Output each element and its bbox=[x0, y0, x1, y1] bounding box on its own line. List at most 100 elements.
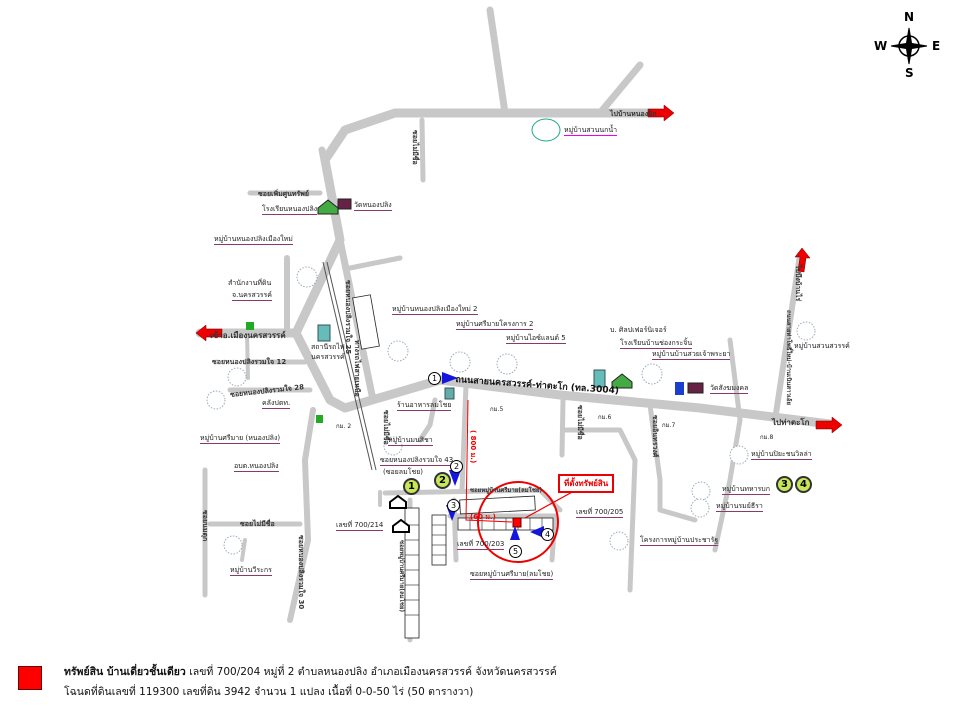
compass-icon bbox=[890, 27, 928, 65]
place-school2: โรงเรียนบ้านช่องกระจิ้น bbox=[620, 339, 693, 349]
village-icons bbox=[206, 118, 816, 555]
arrow-west-icon bbox=[195, 324, 223, 342]
asset-marker bbox=[512, 517, 522, 528]
road-soi-43: ซอยหนองปลิงรวมใจ 43 bbox=[380, 456, 454, 466]
village-icon bbox=[691, 481, 711, 501]
road-soi-no-name-3: ซอยไม่มีชื่อ bbox=[576, 405, 584, 440]
legend-line1: เลขที่ 700/204 หมู่ที่ 2 ตำบลหนองปลิง อำ… bbox=[189, 666, 557, 678]
green-marker-1: 1 bbox=[403, 478, 420, 495]
house-icon bbox=[389, 494, 407, 509]
arrow-north-icon bbox=[794, 247, 811, 273]
village-icon bbox=[641, 363, 663, 385]
place-village-wirakorn: หมู่บ้านวีระกร bbox=[230, 566, 272, 576]
place-village-romsira: หมู่บ้านรมย์ธีรา bbox=[716, 502, 763, 512]
village-icon bbox=[496, 353, 518, 375]
seven-eleven-icon bbox=[246, 322, 254, 330]
village-icon bbox=[383, 436, 403, 456]
view-arrow-4-icon bbox=[530, 526, 544, 538]
place-depot: คลังปตท. bbox=[262, 399, 291, 409]
compass-n: N bbox=[904, 10, 915, 24]
legend-asset-swatch bbox=[18, 666, 42, 690]
compass-w: W bbox=[874, 39, 888, 53]
place-land-office-2: จ.นครสวรรค์ bbox=[232, 291, 272, 301]
km-marker-7: กม.7 bbox=[662, 422, 676, 429]
place-temple2: วัดสังฆมงคล bbox=[710, 384, 749, 394]
compass: N S E W bbox=[872, 10, 942, 82]
direction-arrows bbox=[195, 104, 843, 434]
village-icon bbox=[609, 531, 629, 551]
place-village-new2: หมู่บ้านหนองปลิงเมืองใหม่ 2 bbox=[392, 305, 478, 315]
place-station-2: นครสวรรค์ bbox=[311, 353, 345, 361]
road-soi-30: ซอยหนองปลิงรวมใจ 30 bbox=[297, 535, 305, 610]
km-marker-8: กม.8 bbox=[760, 434, 774, 441]
village-icon bbox=[690, 498, 710, 518]
ptt-icon bbox=[675, 382, 684, 395]
road-east: ถนนสายท่าโพธิ์ใหม่-บ้านเนินสาวเอ้ย bbox=[785, 310, 792, 405]
main-road-line bbox=[195, 328, 835, 429]
place-temple: วัดหนองปลิง bbox=[354, 201, 392, 211]
place-land-office: สำนักงานที่ดิน bbox=[228, 279, 272, 287]
place-village-chao: หมู่บ้านบ้านสวยเจ้าพระยา bbox=[652, 350, 731, 360]
railway-label: ทางรถไฟสายเหนือ bbox=[353, 340, 361, 397]
km-marker-6: กม.6 bbox=[598, 414, 612, 421]
village-icon bbox=[531, 118, 561, 142]
road-soi-12: ซอยหนองปลิงรวมใจ 12 bbox=[212, 358, 287, 366]
arrow-northeast-icon bbox=[647, 104, 675, 122]
address-700-203: เลขที่ 700/203 bbox=[457, 540, 505, 550]
distance-line-800m bbox=[465, 399, 513, 523]
village-icon bbox=[387, 340, 409, 362]
green-marker-4: 4 bbox=[795, 476, 812, 493]
place-village-monsita: หมู่บ้านมนสิชา bbox=[388, 436, 433, 446]
railway-line bbox=[322, 261, 377, 471]
place-silp: บ. ศิลปเฟอร์นิเจอร์ bbox=[610, 326, 667, 334]
place-village-srimai2: หมู่บ้านศรีมายโครงการ 2 bbox=[456, 320, 534, 330]
factory-icon bbox=[593, 369, 606, 388]
road-soi-25: ซอยหนองปลิงรวมใจ 25 bbox=[344, 280, 352, 355]
view-point-5: 5 bbox=[509, 545, 522, 558]
road-soi-srimai: ซอยหมู่บ้านศรีมาย(ลมโชย) bbox=[470, 570, 554, 580]
direction-northeast: ไปบ้านหนองจิก bbox=[610, 110, 657, 118]
legend-title: ทรัพย์สิน บ้านเดี่ยวชั้นเดียว bbox=[64, 666, 186, 678]
house-icon bbox=[392, 518, 410, 533]
distance-60m: (60 ม.) bbox=[470, 513, 496, 521]
view-point-1: 1 bbox=[428, 372, 441, 385]
school2-icon bbox=[611, 373, 633, 389]
distance-800m: ( 800 ม.) bbox=[469, 430, 477, 464]
village-icon bbox=[729, 445, 749, 465]
road-soi-tuk: ซอยนมตุก bbox=[201, 510, 209, 542]
temple-icon bbox=[337, 198, 352, 210]
road-soi-43-alt: (ซอยลมโชย) bbox=[383, 468, 424, 476]
village-icon bbox=[206, 390, 226, 410]
compass-s: S bbox=[905, 66, 914, 80]
place-restaurant: ร้านอาหารลมโชย bbox=[397, 401, 452, 411]
place-village-suan: หมู่บ้านสวนนกน้ำ bbox=[564, 126, 618, 136]
place-school: โรงเรียนหนองปลิง bbox=[262, 205, 318, 215]
green-marker-3: 3 bbox=[776, 476, 793, 493]
green-marker-2: 2 bbox=[434, 472, 451, 489]
address-700-205: เลขที่ 700/205 bbox=[576, 508, 624, 518]
road-soi-srimai-top: ซอยหมู่บ้านศรีมาย(ลมโชย) bbox=[470, 487, 543, 494]
view-arrow-2-icon bbox=[449, 470, 461, 486]
place-village-pracharat: โครงการหมู่บ้านประชารัฐ bbox=[640, 536, 719, 546]
view-point-3: 3 bbox=[447, 499, 460, 512]
arrow-east-icon bbox=[815, 416, 843, 434]
place-village-thahan: หมู่บ้านทหารบก bbox=[722, 485, 770, 495]
temple2-icon bbox=[687, 382, 704, 394]
village-icon bbox=[296, 266, 318, 288]
place-village-new: หมู่บ้านหนองปลิงเมืองใหม่ bbox=[214, 235, 293, 245]
station-building-icon bbox=[317, 324, 331, 342]
km-marker-2: กม. 2 bbox=[336, 423, 352, 430]
roads bbox=[195, 6, 835, 643]
school-icon bbox=[317, 199, 339, 215]
legend-line2: โฉนดที่ดินเลขที่ 119300 เลขที่ดิน 3942 จ… bbox=[64, 686, 474, 698]
place-obt: อบต.หนองปลิง bbox=[234, 462, 279, 472]
road-soi-perm-sap: ซอยเพิ่มศูนทรัพย์ bbox=[258, 190, 309, 198]
village-icon bbox=[449, 351, 471, 373]
place-village-srimai-np: หมู่บ้านศรีมาย (หนองปลิง) bbox=[200, 434, 281, 444]
seven-eleven-icon bbox=[316, 415, 323, 423]
village-icon bbox=[796, 321, 816, 341]
road-soi-no-name-4: ซอยไม่มีชื่อ bbox=[240, 520, 275, 528]
km-marker-5: กม.5 bbox=[490, 406, 504, 413]
direction-west: เข้าอ.เมืองนครสวรรค์ bbox=[210, 331, 286, 340]
